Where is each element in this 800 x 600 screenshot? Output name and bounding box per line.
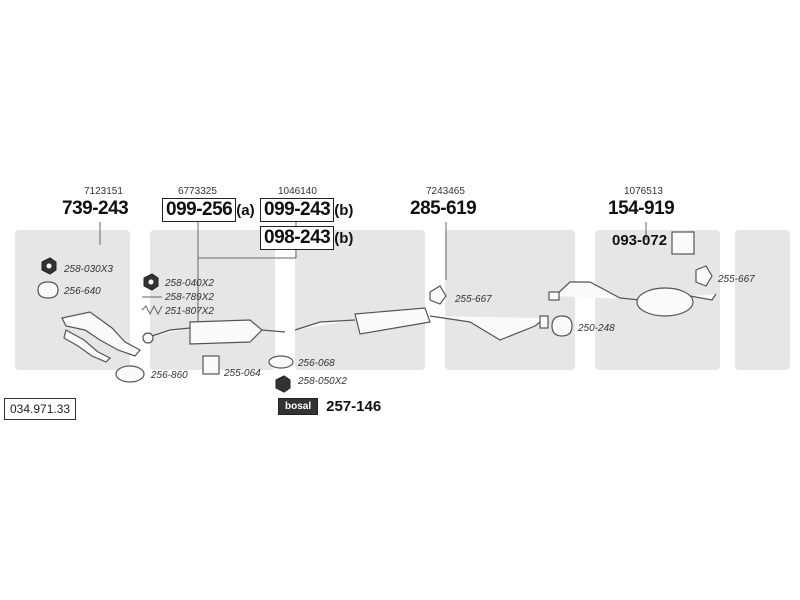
- part-label-gasket-1[interactable]: 258-030X3: [64, 264, 113, 275]
- part-code-col2-group: 099-256 (a): [162, 198, 255, 222]
- kit-code[interactable]: 257-146: [326, 398, 382, 415]
- bosal-kit-logo: bosal: [278, 398, 319, 415]
- part-code-col5-sub[interactable]: 093-072: [612, 232, 668, 249]
- ref-number-col3: 1046140: [278, 186, 317, 197]
- front-downpipe: [61, 311, 141, 363]
- middle-muffler: [294, 307, 549, 341]
- part-label-gasket-3[interactable]: 256-068: [298, 358, 335, 369]
- variant-suffix-col2: (a): [236, 201, 255, 219]
- part-label-nut-2[interactable]: 258-050X2: [298, 376, 347, 387]
- part-code-col3b[interactable]: 098-243: [260, 226, 335, 250]
- part-label-hanger-2[interactable]: 255-667: [718, 274, 755, 285]
- part-label-gasket-2[interactable]: 256-640: [64, 286, 101, 297]
- part-label-hanger-1[interactable]: 255-667: [455, 294, 492, 305]
- part-label-spring[interactable]: 251-807X2: [165, 306, 214, 317]
- variant-suffix-col3: (b): [334, 201, 354, 219]
- ref-number-col1: 7123151: [84, 186, 123, 197]
- part-code-col4[interactable]: 285-619: [410, 198, 477, 219]
- part-label-bracket[interactable]: 255-064: [224, 368, 261, 379]
- ref-number-col5: 1076513: [624, 186, 663, 197]
- catalytic-converter: [142, 319, 286, 345]
- part-label-nut[interactable]: 258-040X2: [165, 278, 214, 289]
- ref-number-col2: 6773325: [178, 186, 217, 197]
- hardware-icons: [37, 231, 713, 393]
- variant-suffix-col3b: (b): [334, 229, 354, 247]
- ref-number-col4: 7243465: [426, 186, 465, 197]
- part-label-clamp[interactable]: 250-248: [578, 323, 615, 334]
- part-code-col3-group: 099-243 (b): [260, 198, 353, 222]
- part-code-col3b-group: 098-243 (b): [260, 226, 353, 250]
- catalog-number: 034.971.33: [4, 398, 77, 420]
- part-code-col3[interactable]: 099-243: [260, 198, 335, 222]
- part-label-ring[interactable]: 256-860: [151, 370, 188, 381]
- part-label-bolt[interactable]: 258-789X2: [165, 292, 214, 303]
- part-code-col1[interactable]: 739-243: [62, 198, 129, 219]
- mounting-kit: bosal 257-146: [278, 398, 381, 415]
- rear-muffler: [548, 281, 717, 317]
- part-code-col5[interactable]: 154-919: [608, 198, 675, 219]
- part-code-col2[interactable]: 099-256: [162, 198, 237, 222]
